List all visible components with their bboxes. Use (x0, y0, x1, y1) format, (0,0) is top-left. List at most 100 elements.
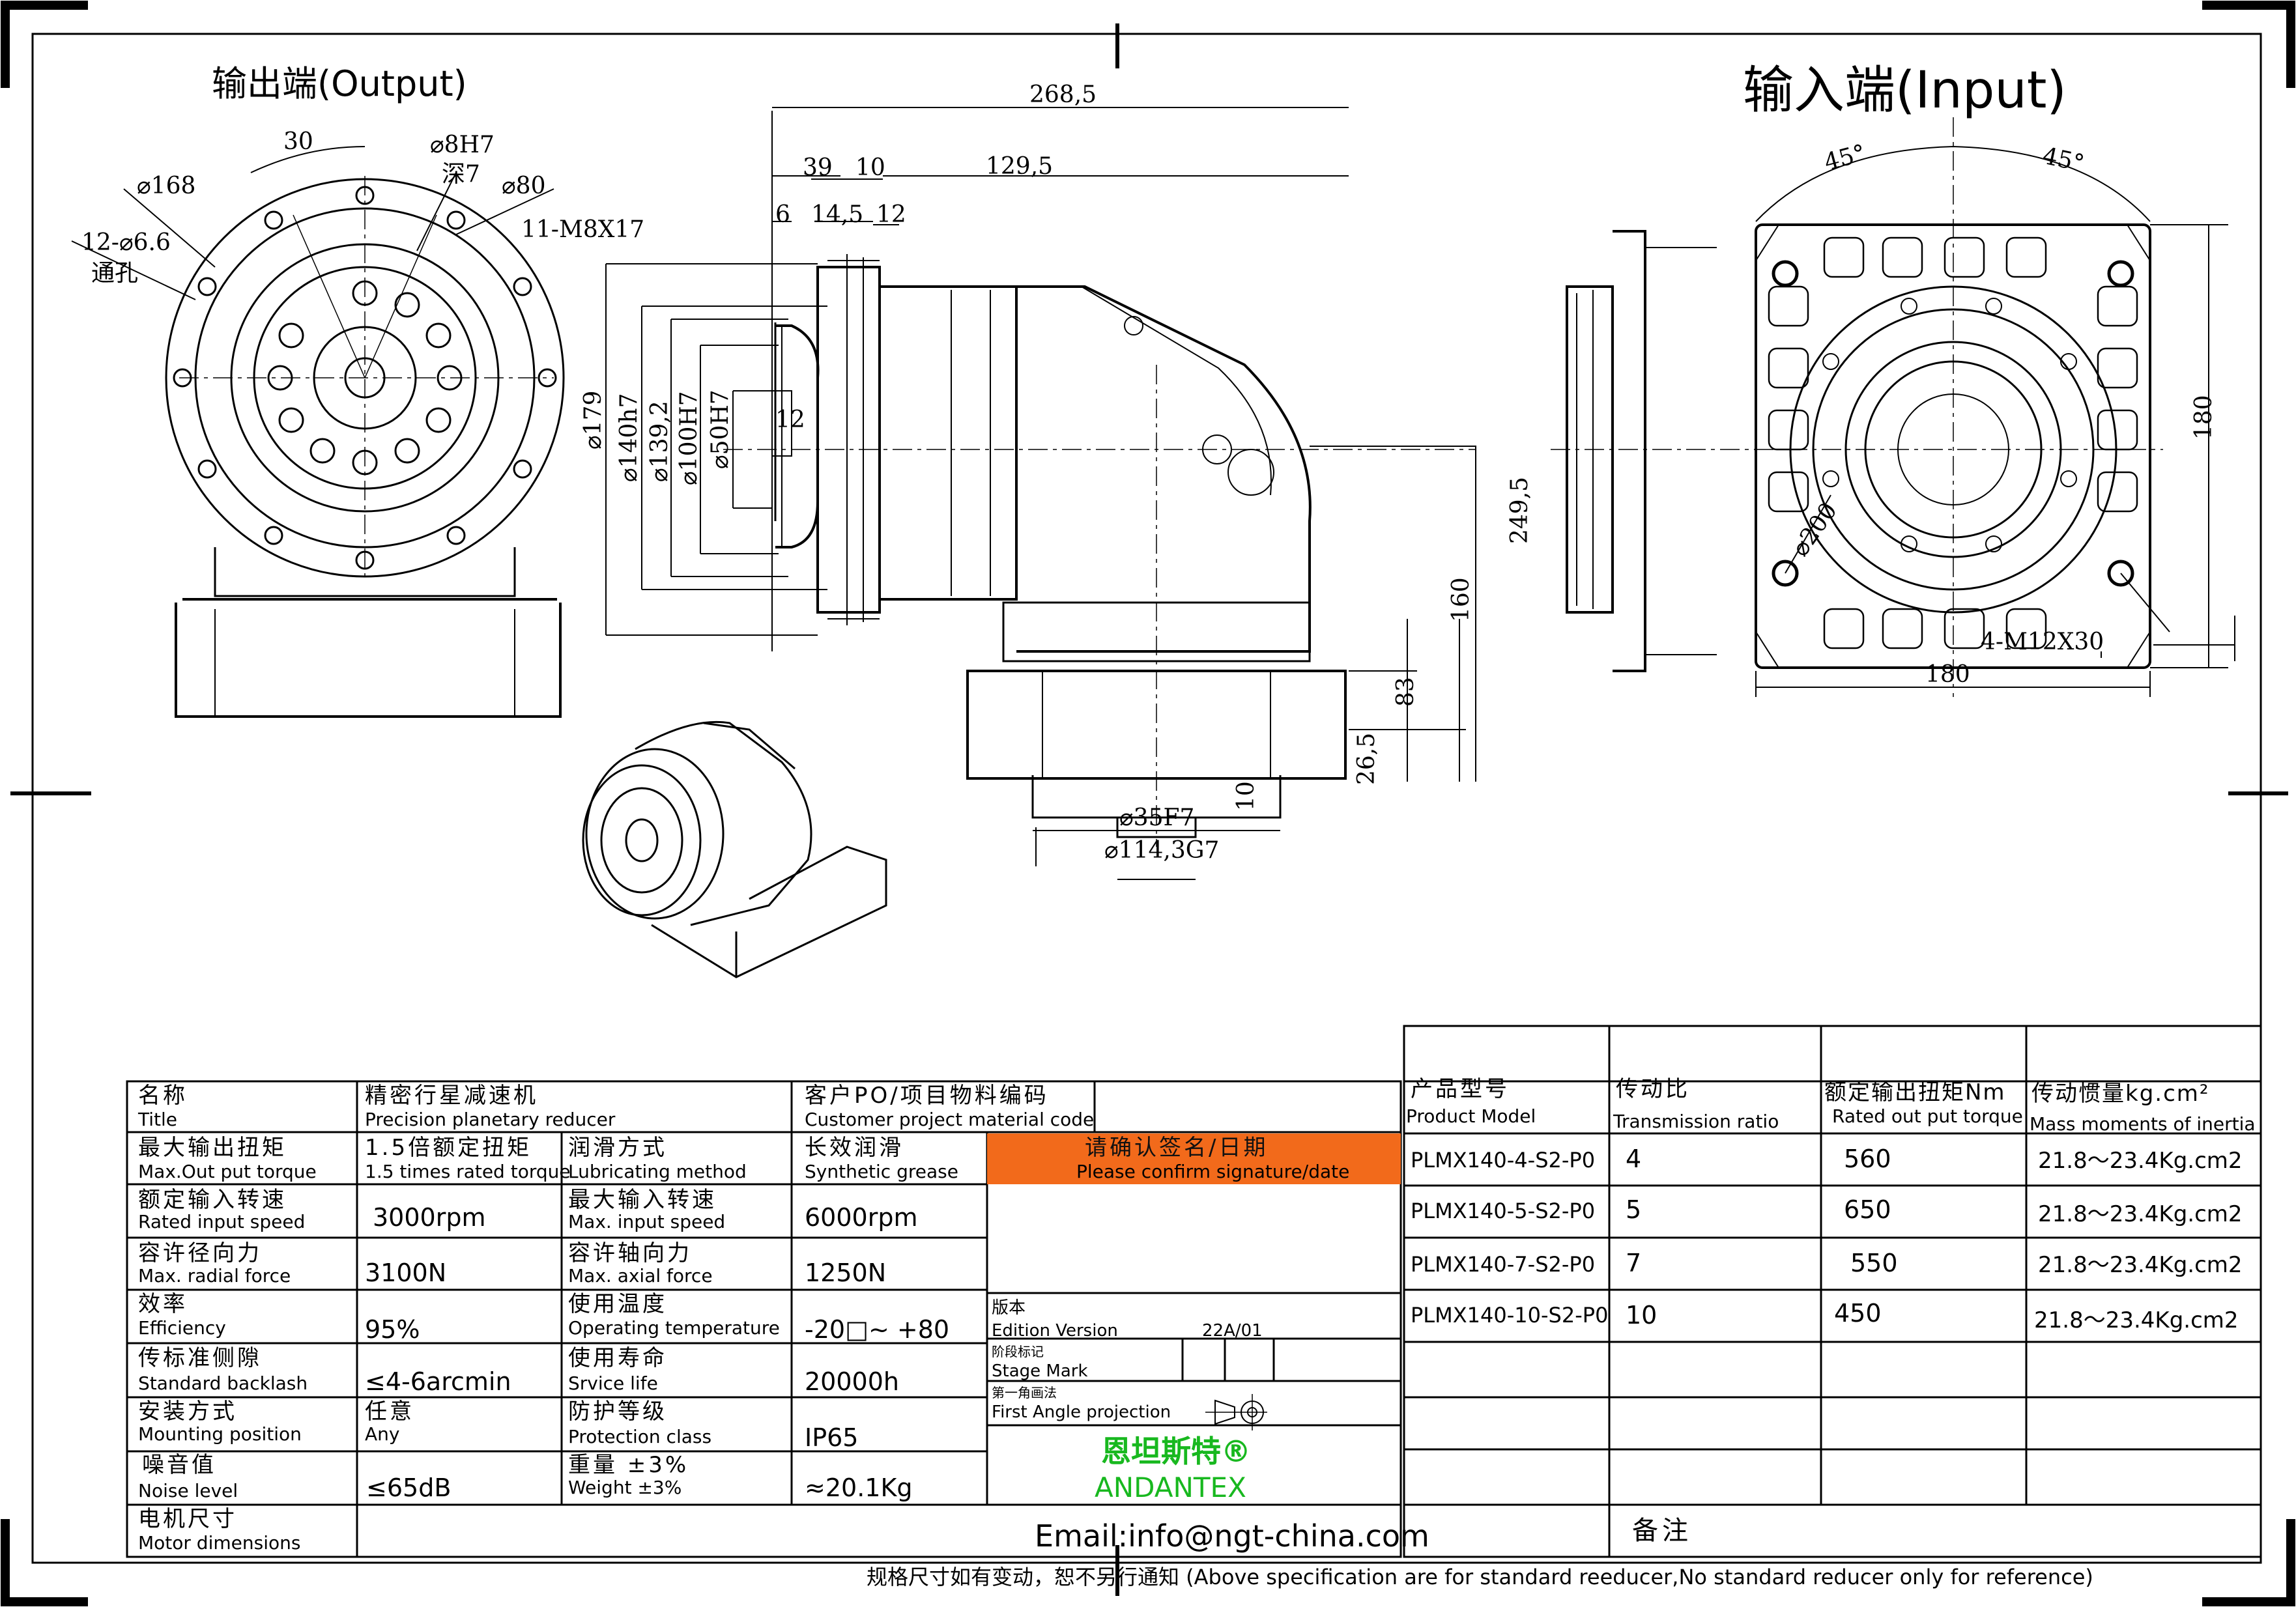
customer-label-en: Customer project material code (805, 1109, 1095, 1130)
input-view (1551, 117, 2235, 697)
title-label-zh: 名称 (138, 1083, 188, 1109)
dim-label: 11-M8X17 (521, 216, 645, 243)
dim-label: ⌀8H7 (430, 132, 495, 158)
spec-label-en: Protection class (568, 1426, 712, 1447)
spec-label-zh: 噪音值 (142, 1452, 216, 1478)
spec-label-zh: 使用寿命 (568, 1345, 667, 1371)
dim-label: 160 (1448, 577, 1474, 622)
dim-label: 14,5 (811, 201, 864, 228)
spec-value-en: 1.5 times rated torque (365, 1161, 571, 1182)
stage-en: Stage Mark (992, 1361, 1088, 1381)
dim-label: 268,5 (1029, 81, 1097, 108)
title-value-en: Precision planetary reducer (365, 1109, 616, 1130)
model-ratio: 4 (1626, 1145, 1642, 1173)
model-name: PLMX140-7-S2-P0 (1411, 1252, 1596, 1277)
model-name: PLMX140-10-S2-P0 (1411, 1303, 1609, 1328)
title-value-zh: 精密行星减速机 (365, 1083, 538, 1109)
model-header-zh: 传动比 (1616, 1076, 1690, 1102)
spec-label-zh: 使用温度 (568, 1291, 667, 1317)
spec-value-en: Any (365, 1423, 400, 1445)
dim-label: 83 (1392, 677, 1419, 707)
spec-label-en: Max. radial force (138, 1265, 291, 1287)
spec-value: 20000h (805, 1367, 899, 1396)
spec-label-en: Srvice life (568, 1372, 658, 1394)
model-header-en: Rated out put torque (1832, 1105, 2023, 1127)
dim-label: 通孔 (91, 260, 139, 287)
spec-label-en: Efficiency (138, 1317, 226, 1339)
spec-label-zh: 效率 (138, 1291, 188, 1317)
spec-value: IP65 (805, 1423, 859, 1452)
dim-label: ⌀50H7 (707, 390, 734, 469)
edition-zh: 版本 (992, 1298, 1026, 1318)
spec-value: 6000rpm (805, 1203, 918, 1232)
edition-en: Edition Version (992, 1321, 1118, 1341)
spec-label-zh: 容许轴向力 (568, 1240, 692, 1266)
model-ratio: 5 (1626, 1195, 1642, 1224)
model-name: PLMX140-5-S2-P0 (1411, 1199, 1596, 1223)
model-header-en: Product Model (1406, 1105, 1536, 1127)
model-header-en: Mass moments of inertia (2030, 1113, 2256, 1135)
spec-label-en: Rated input speed (138, 1211, 306, 1232)
edition-value: 22A/01 (1202, 1321, 1263, 1341)
dim-label: 10 (855, 154, 885, 181)
spec-value: ≤65dB (366, 1473, 452, 1502)
inner-frame (31, 33, 2262, 1564)
spec-value-zh: 长效润滑 (805, 1135, 904, 1161)
spec-value: 3000rpm (373, 1203, 486, 1232)
model-ratio: 7 (1626, 1249, 1642, 1277)
brand-en: ANDANTEX (1095, 1472, 1246, 1503)
dim-label: ⌀100H7 (676, 391, 702, 485)
spec-value: 95% (365, 1315, 420, 1344)
dim-label: 深7 (442, 161, 480, 188)
dim-label: 180 (2190, 395, 2217, 440)
confirm-en: Please confirm signature/date (1076, 1161, 1350, 1182)
model-name: PLMX140-4-S2-P0 (1411, 1148, 1596, 1173)
dim-label: 4-M12X30 (1981, 629, 2104, 655)
spec-value-en: Synthetic grease (805, 1161, 958, 1182)
dim-label: 30 (283, 128, 313, 155)
spec-label-en: Mounting position (138, 1423, 302, 1445)
spec-label-zh: 安装方式 (138, 1399, 237, 1425)
model-inertia: 21.8～23.4Kg.cm2 (2034, 1307, 2239, 1333)
model-header-zh: 额定输出扭矩Nm (1824, 1079, 2006, 1105)
spec-label-zh: 防护等级 (568, 1399, 667, 1425)
model-header-zh: 产品型号 (1411, 1076, 1510, 1102)
dim-label: 26,5 (1353, 732, 1380, 785)
model-torque: 650 (1844, 1195, 1891, 1224)
confirm-zh: 请确认签名/日期 (1085, 1135, 1269, 1161)
output-view (71, 146, 565, 718)
spec-value: 1250N (805, 1259, 887, 1287)
spec-label-zh: 最大输出扭矩 (138, 1135, 287, 1161)
dim-label: 249,5 (1506, 476, 1533, 544)
spec-label-en: Operating temperature (568, 1317, 780, 1339)
dim-label: ⌀35F7 (1119, 804, 1195, 831)
side-view (605, 107, 1476, 880)
dim-label: 12 (876, 201, 906, 228)
spec-value-zh: 任意 (365, 1399, 414, 1425)
footer-note: 规格尺寸如有变动，恕不另行通知 (Above specification are… (867, 1565, 2093, 1589)
spec-label-en: Max. input speed (568, 1211, 726, 1232)
spec-label-zh: 最大输入转速 (568, 1187, 717, 1213)
title-label-en: Title (138, 1109, 178, 1130)
spec-label-en: Noise level (138, 1480, 238, 1501)
dim-label: 39 (803, 154, 833, 181)
model-header-en: Transmission ratio (1613, 1111, 1779, 1132)
remark-label: 备注 (1632, 1516, 1692, 1546)
spec-value-zh: 1.5倍额定扭矩 (365, 1135, 532, 1161)
dim-label: ⌀139,2 (646, 401, 673, 482)
brand-zh: 恩坦斯特® (1101, 1434, 1251, 1469)
spec-value: -20□~ +80 (805, 1315, 950, 1344)
dim-label: ⌀114,3G7 (1104, 837, 1220, 864)
dim-label: 129,5 (986, 153, 1054, 180)
spec-label-en: Motor dimensions (138, 1532, 301, 1554)
confirm-banner (987, 1133, 1401, 1184)
model-torque: 560 (1844, 1145, 1891, 1173)
input-view-title: 输入端(Input) (1743, 61, 2067, 120)
output-view-title: 输出端(Output) (212, 63, 467, 104)
dim-label: ⌀179 (580, 390, 607, 449)
spec-label-zh: 重量 ±3% (568, 1452, 689, 1478)
projection-zh: 第一角画法 (992, 1385, 1057, 1401)
model-inertia: 21.8～23.4Kg.cm2 (2038, 1148, 2243, 1174)
spec-label-zh: 润滑方式 (568, 1135, 667, 1161)
